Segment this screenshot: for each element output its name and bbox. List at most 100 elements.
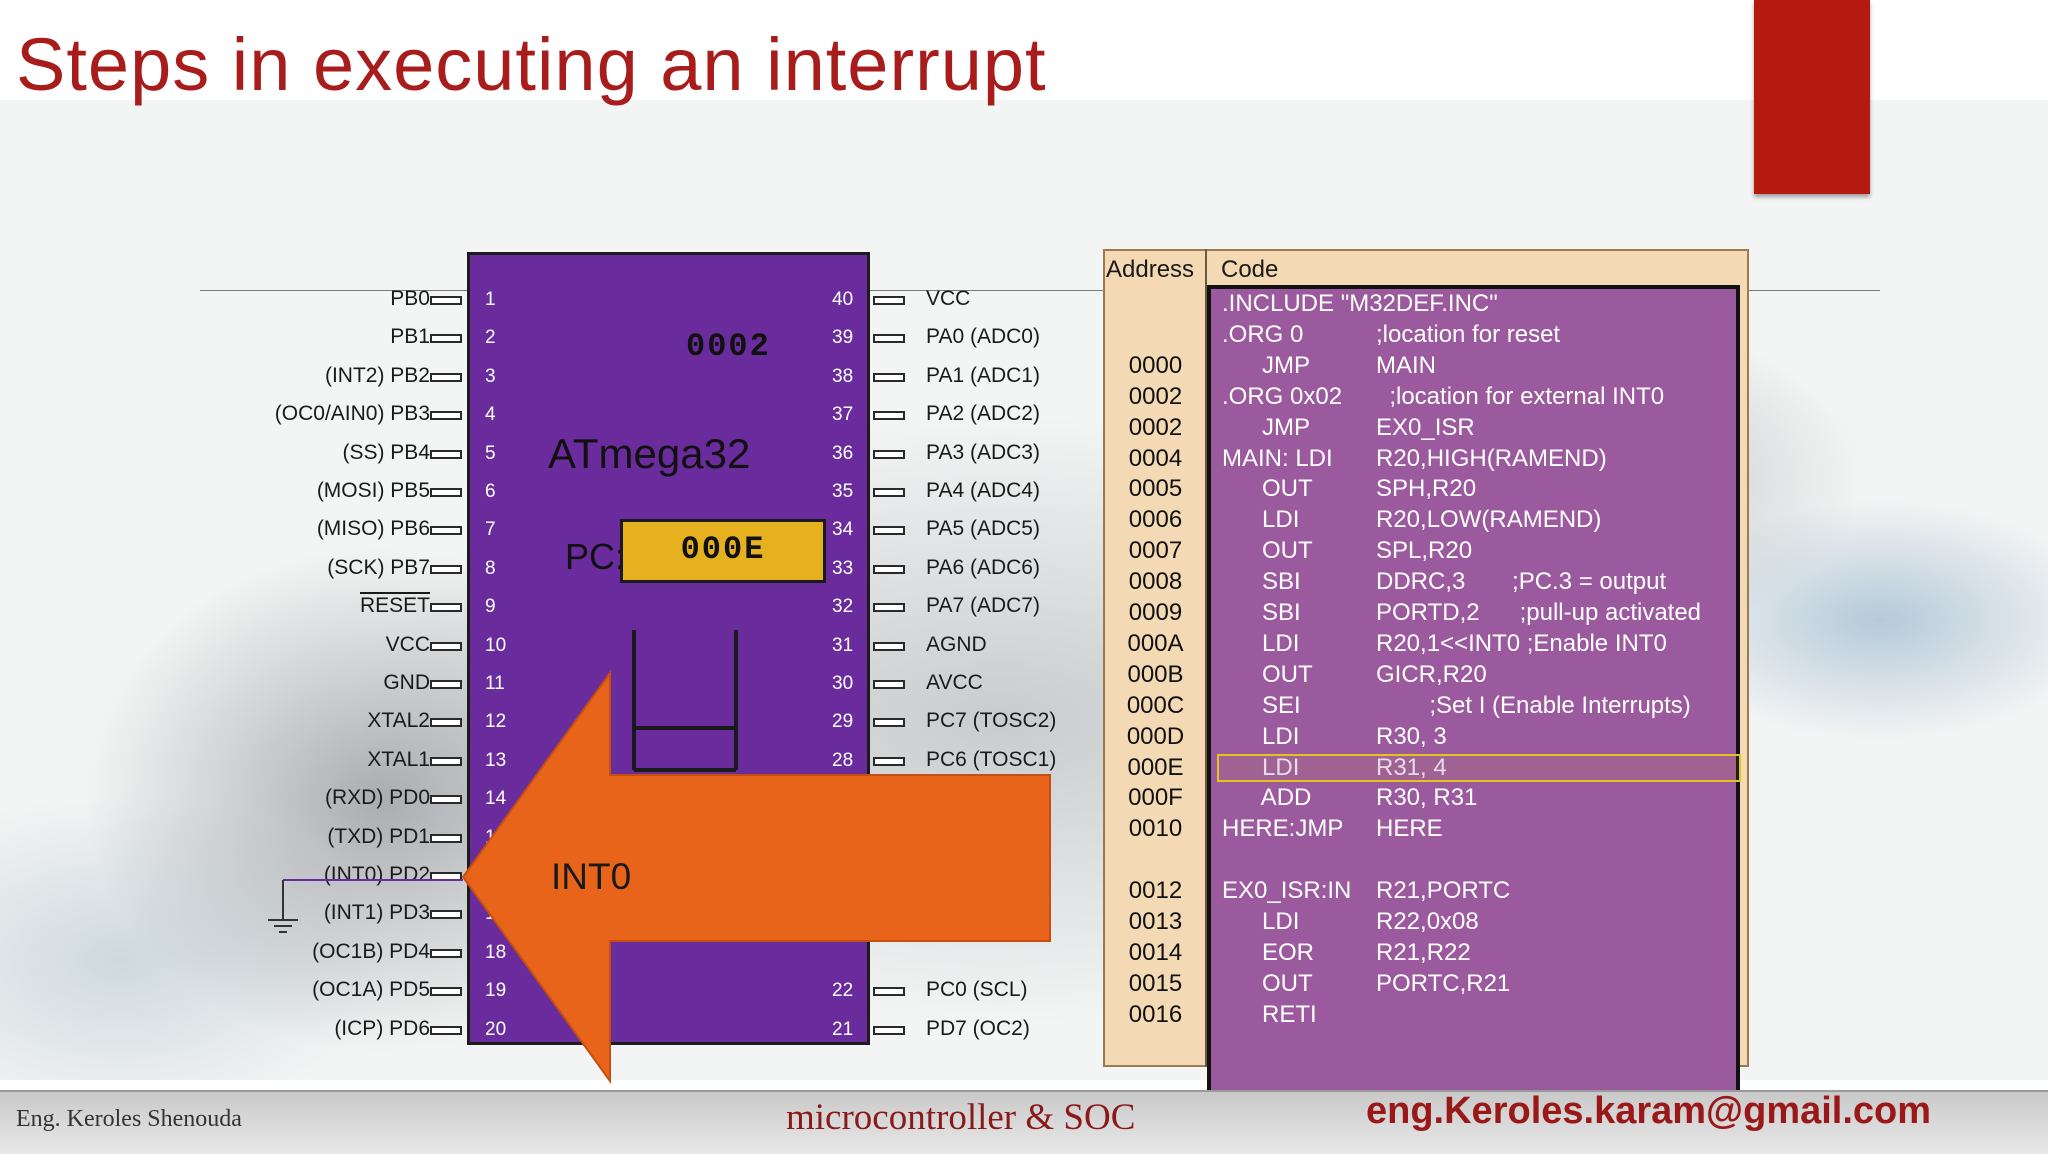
code-operand: EX0_ISR (1376, 413, 1475, 441)
right-pin-number: 29 (832, 711, 854, 733)
code-instruction: OUT (1222, 660, 1313, 688)
code-operand: SPH,R20 (1376, 475, 1477, 503)
left-pin-label: RESET (359, 594, 430, 618)
pin-stub (430, 910, 462, 920)
right-pin-number: 22 (832, 980, 854, 1002)
pin-stub (430, 718, 462, 728)
code-instruction: .INCLUDE "M32DEF.INC" (1222, 290, 1498, 317)
left-pin-number: 8 (485, 557, 496, 579)
pc-value: 000E (680, 531, 766, 568)
left-pin-number: 19 (485, 980, 507, 1002)
chip-top-value: 0002 (686, 328, 771, 365)
chip-name: ATmega32 (548, 430, 751, 477)
right-pin-number: 36 (832, 442, 854, 464)
pin-stub (873, 488, 905, 497)
right-pin-label: PA4 (ADC4) (926, 479, 1040, 502)
left-pin-label: XTAL1 (367, 747, 430, 771)
code-instruction: JMP (1222, 351, 1311, 379)
left-pin-number: 4 (485, 404, 496, 426)
code-operand: R30, 3 (1376, 722, 1447, 750)
code-address: 0004 (1128, 444, 1183, 472)
right-pin-label: VCC (926, 287, 971, 310)
code-instruction: SEI (1222, 691, 1301, 719)
pin-stub (430, 603, 462, 613)
right-pin-label: PC7 (TOSC2) (926, 709, 1057, 733)
right-pin-number: 35 (832, 481, 854, 502)
right-pin-label: AVCC (926, 671, 983, 694)
left-pin-label: (OC1B) PD4 (312, 939, 430, 963)
code-operand: R20,HIGH(RAMEND) (1376, 444, 1607, 472)
pin-stub (430, 526, 462, 536)
code-instruction: HERE:JMP (1222, 815, 1344, 843)
pin-stub (873, 296, 905, 305)
left-pin-number: 18 (485, 941, 507, 963)
right-pin-label: PA1 (ADC1) (926, 363, 1040, 387)
code-address: 0014 (1128, 938, 1183, 966)
right-pin-label: PA5 (ADC5) (926, 517, 1040, 541)
code-operand: PORTC,R21 (1376, 969, 1511, 997)
right-pin-number: 21 (832, 1018, 854, 1040)
left-pin-label: XTAL2 (367, 709, 430, 733)
code-instruction: SBI (1222, 568, 1301, 596)
pin-stub (873, 756, 905, 766)
code-instruction: MAIN: LDI (1222, 444, 1333, 472)
footer-author: Eng. Keroles Shenouda (16, 1106, 242, 1132)
code-operand: R21,R22 (1376, 938, 1471, 966)
left-pin-number: 2 (485, 327, 496, 349)
pin-stub (430, 372, 462, 382)
right-pin-label: PA3 (ADC3) (926, 440, 1040, 464)
code-header: Code (1221, 256, 1279, 283)
right-pin-label: PD7 (OC2) (926, 1016, 1030, 1040)
pin-stub (430, 411, 462, 421)
right-pin-label: PA2 (ADC2) (926, 402, 1040, 426)
red-accent-tab (1754, 0, 1870, 194)
code-instruction: SBI (1222, 599, 1301, 626)
left-pin-label: (INT2) PB2 (324, 363, 430, 387)
code-instruction: JMP (1222, 413, 1311, 441)
pin-stub (430, 833, 462, 843)
code-instruction: EX0_ISR:IN (1222, 877, 1352, 905)
code-address: 0008 (1128, 568, 1183, 596)
pin-stub (430, 334, 462, 344)
code-address: 000A (1127, 629, 1184, 657)
right-pin-number: 39 (832, 327, 854, 349)
footer-course: microcontroller & SOC (786, 1097, 1136, 1138)
code-address: 000D (1126, 722, 1185, 750)
pin-stub (430, 449, 462, 459)
code-instruction: .ORG 0x02 (1222, 382, 1343, 410)
left-pin-label: PB0 (390, 287, 430, 310)
code-address: 0002 (1128, 413, 1183, 441)
current-instruction-highlight (1217, 754, 1741, 782)
code-instruction: LDI (1222, 908, 1300, 935)
left-pin-label: (TXD) PD1 (327, 824, 430, 848)
left-pin-number: 9 (485, 596, 496, 618)
int0-arrow-label: INT0 (551, 856, 632, 897)
left-pin-number: 7 (485, 519, 496, 541)
right-pin-number: 31 (832, 634, 854, 656)
code-instruction: LDI (1222, 722, 1300, 750)
code-address: 000B (1127, 660, 1184, 688)
pin-stub (873, 641, 905, 651)
left-pin-label: (SCK) PB7 (327, 555, 430, 579)
code-operand: SPL,R20 (1376, 537, 1473, 565)
code-instruction: LDI (1222, 506, 1300, 534)
pc-label: PC: (565, 536, 626, 577)
code-operand: GICR,R20 (1376, 660, 1487, 688)
pin-stub (873, 603, 905, 613)
code-panel (1207, 285, 1740, 1105)
code-address: 000C (1126, 691, 1185, 719)
left-pin-label: (MISO) PB6 (316, 517, 430, 541)
pc-register-box (620, 519, 826, 583)
right-pin-label: PC0 (SCL) (926, 978, 1028, 1002)
code-operand: DDRC,3 ;PC.3 = output (1376, 568, 1667, 596)
code-address: 0002 (1128, 382, 1183, 410)
code-instruction: LDI (1222, 629, 1300, 657)
right-pin-label: PC6 (TOSC1) (926, 747, 1057, 771)
left-pin-number: 20 (485, 1018, 507, 1040)
slide-title: Steps in executing an interrupt (16, 23, 1047, 106)
left-pin-number: 14 (485, 788, 507, 810)
code-operand: PORTD,2 ;pull-up activated (1376, 599, 1702, 626)
